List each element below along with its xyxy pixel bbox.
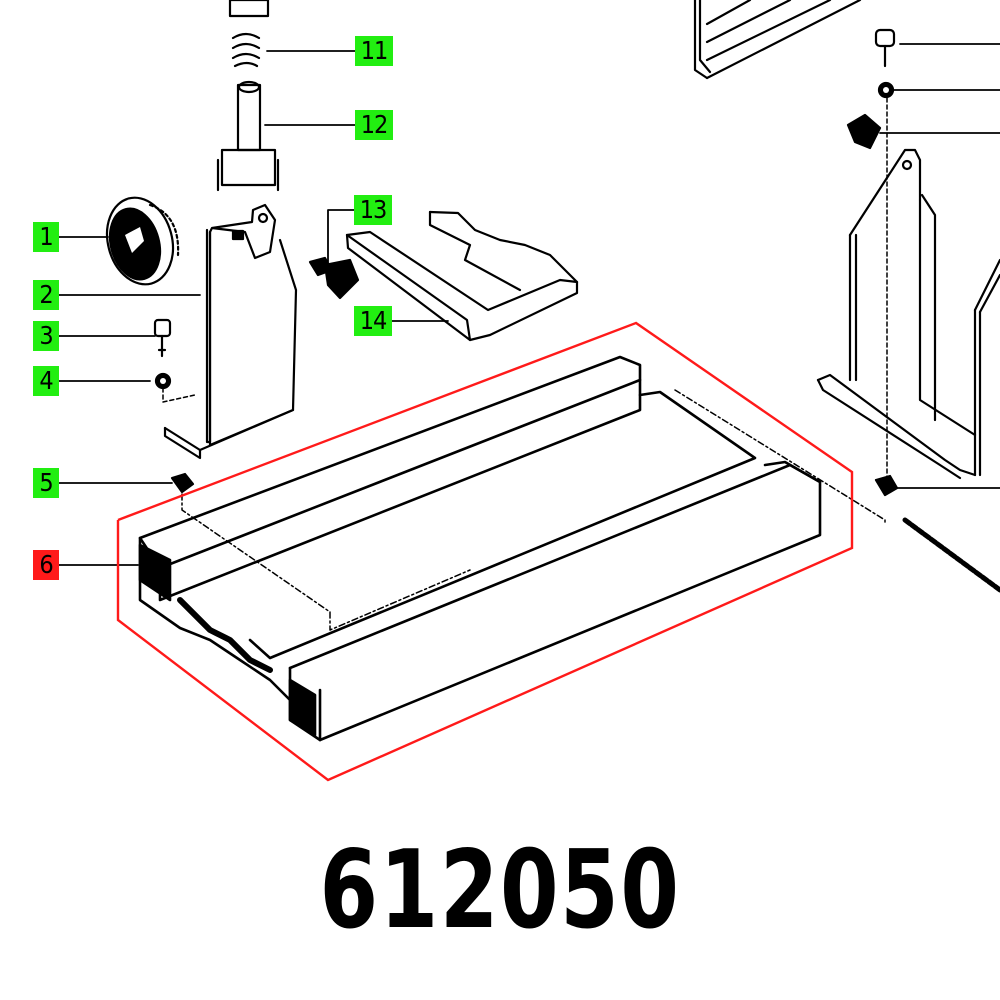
selection-outline xyxy=(116,321,854,782)
callout-part-14[interactable]: 14 xyxy=(354,306,392,336)
callout-part-3[interactable]: 3 xyxy=(33,321,59,351)
part-5-nut xyxy=(170,472,331,613)
part-2-bracket xyxy=(163,203,298,460)
leader-lines xyxy=(58,43,1000,566)
callout-part-1[interactable]: 1 xyxy=(33,222,59,252)
callout-part-4[interactable]: 4 xyxy=(33,366,59,396)
part-4-star-washer xyxy=(154,372,196,403)
callout-part-12[interactable]: 12 xyxy=(355,110,393,140)
callout-part-2[interactable]: 2 xyxy=(33,280,59,310)
callout-part-11[interactable]: 11 xyxy=(355,36,393,66)
part-12-pin xyxy=(216,80,280,192)
housing-fragment xyxy=(693,0,862,80)
part-1-knurled-wheel xyxy=(105,196,180,286)
part-6-rail-profile xyxy=(138,355,886,742)
part-number: 612050 xyxy=(319,828,681,953)
callout-part-13[interactable]: 13 xyxy=(354,195,392,225)
part-11-spring xyxy=(228,0,270,68)
part-14-guide-plate xyxy=(345,210,579,342)
part-13-knob xyxy=(308,256,360,300)
callout-part-5[interactable]: 5 xyxy=(33,468,59,498)
callout-part-6[interactable]: 6 xyxy=(33,550,59,580)
right-side-frame xyxy=(816,148,1000,593)
part-3-screw xyxy=(153,318,172,358)
